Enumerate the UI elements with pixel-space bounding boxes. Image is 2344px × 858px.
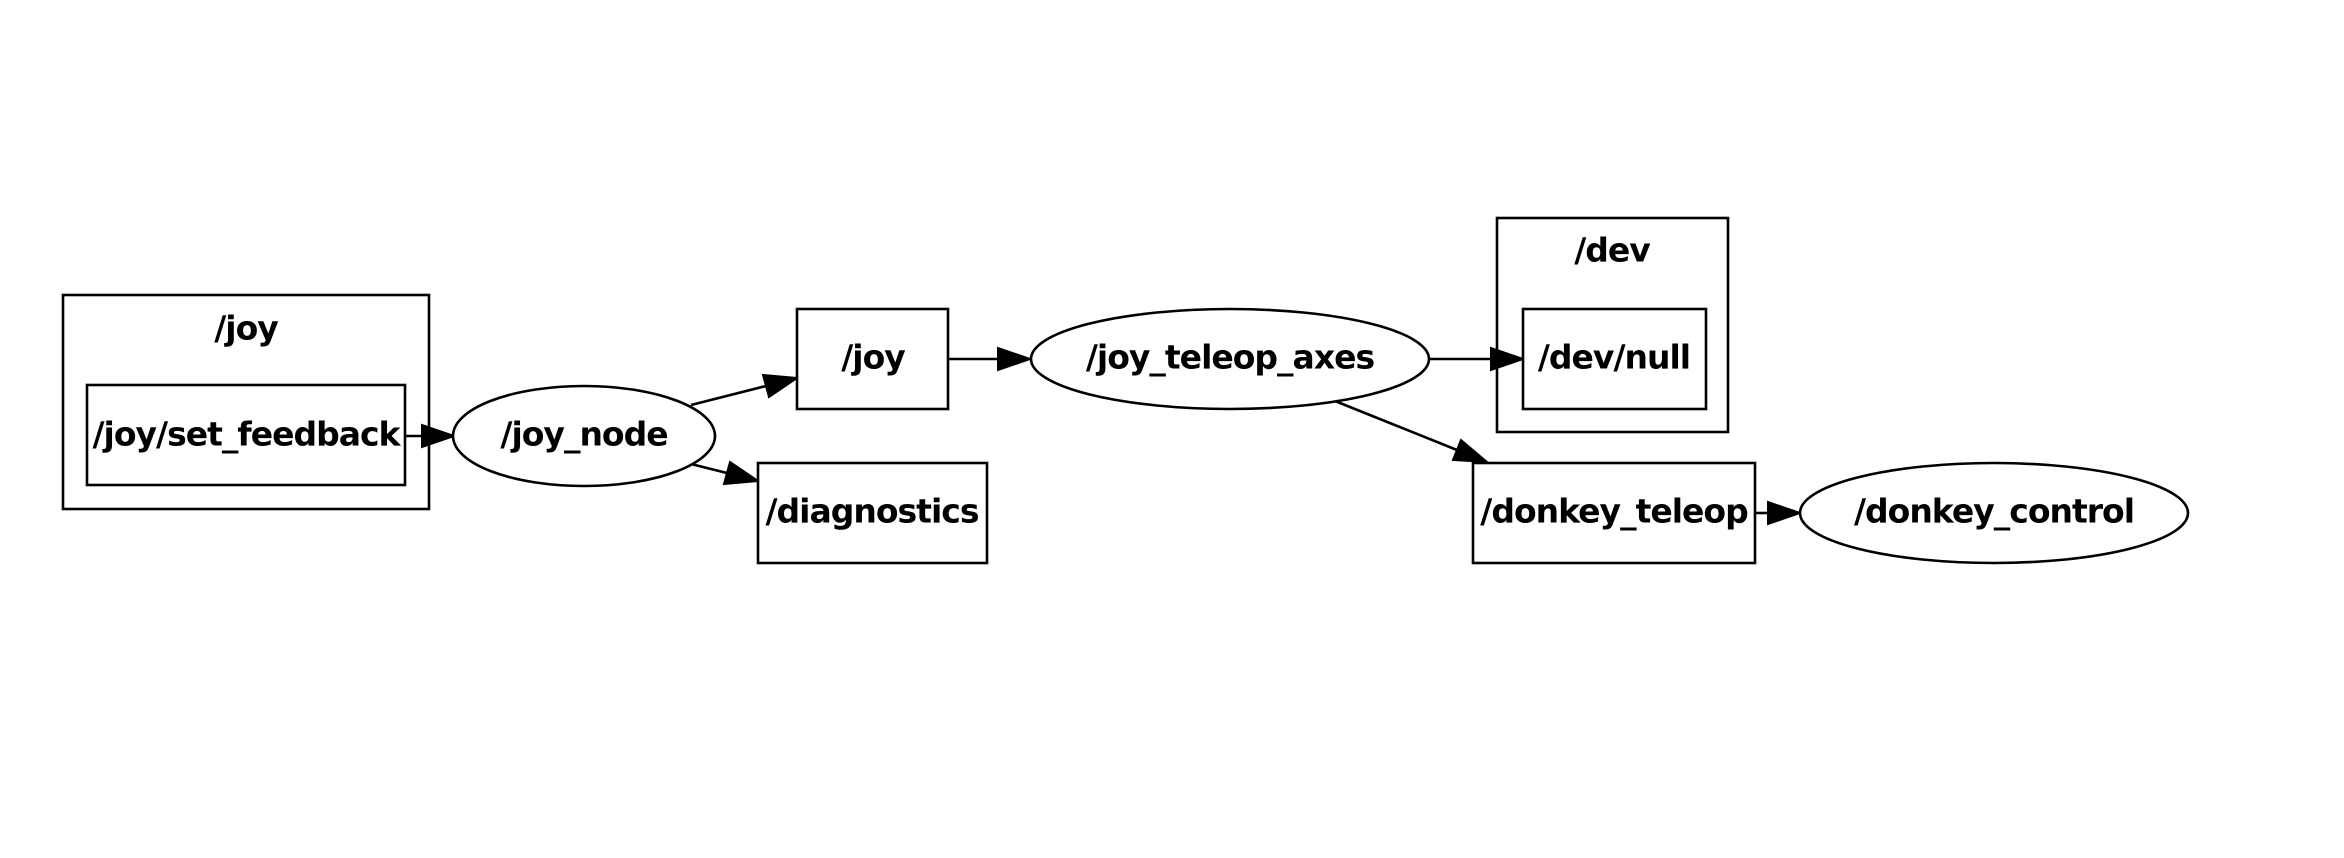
edge-joy-node-to-diagnostics xyxy=(690,460,761,486)
node-joy-teleop-axes[interactable]: /joy_teleop_axes xyxy=(1029,307,1431,411)
topic-joy-label: /joy xyxy=(841,338,905,377)
cluster-dev-label: /dev xyxy=(1574,231,1651,270)
edge-donkey-teleop-to-donkey-control xyxy=(1755,500,1804,526)
edge-set-feedback-to-joy-node xyxy=(405,423,458,449)
topic-dev-null-label: /dev/null xyxy=(1538,338,1690,377)
node-donkey-control-label: /donkey_control xyxy=(1854,492,2134,531)
topic-dev-null[interactable]: /dev/null xyxy=(1521,307,1708,411)
cluster-joy: /joy xyxy=(61,293,431,511)
topic-donkey-teleop-label: /donkey_teleop xyxy=(1480,492,1748,531)
edge-joy-to-joy-teleop-axes xyxy=(948,346,1034,372)
cluster-joy-frame xyxy=(61,293,431,511)
cluster-dev-frame xyxy=(1495,216,1730,434)
edge-joy-teleop-axes-to-dev-null xyxy=(1429,346,1527,372)
topic-joy-set-feedback-label: /joy/set_feedback xyxy=(92,415,401,454)
topic-donkey-teleop[interactable]: /donkey_teleop xyxy=(1471,461,1757,565)
topic-diagnostics-label: /diagnostics xyxy=(766,492,979,531)
topic-diagnostics[interactable]: /diagnostics xyxy=(756,461,989,565)
node-joy-node[interactable]: /joy_node xyxy=(451,384,717,488)
edge-joy-teleop-axes-to-donkey-teleop xyxy=(1334,399,1490,464)
topic-joy[interactable]: /joy xyxy=(795,307,950,411)
cluster-joy-label: /joy xyxy=(214,309,278,348)
edges xyxy=(405,346,1804,526)
node-joy-teleop-axes-label: /joy_teleop_axes xyxy=(1086,338,1375,377)
topic-joy-set-feedback[interactable]: /joy/set_feedback xyxy=(85,383,407,487)
node-donkey-control[interactable]: /donkey_control xyxy=(1798,461,2190,565)
node-joy-node-label: /joy_node xyxy=(500,415,667,454)
edge-joy-node-to-joy xyxy=(690,373,800,407)
cluster-dev: /dev xyxy=(1495,216,1730,434)
